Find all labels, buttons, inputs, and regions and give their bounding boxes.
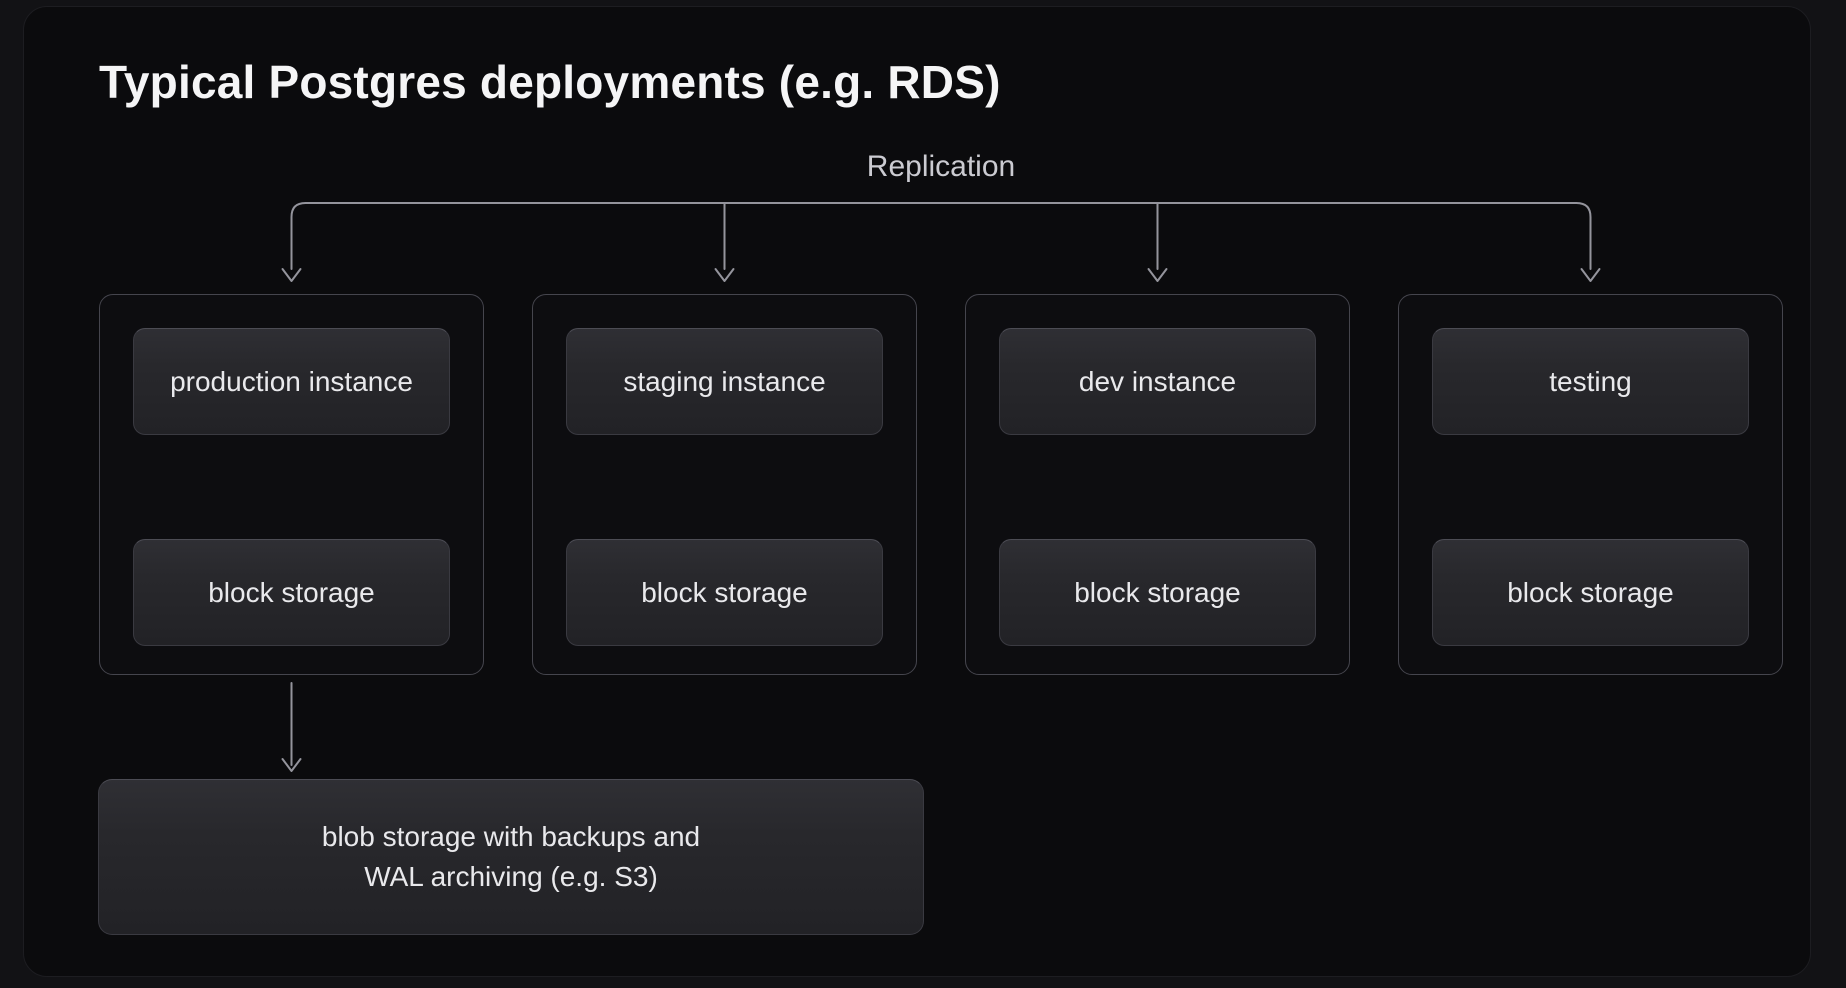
node-testing-instance: testing (1432, 328, 1749, 435)
diagram-card: Typical Postgres deployments (e.g. RDS) … (23, 6, 1811, 977)
blob-storage-line2: WAL archiving (e.g. S3) (364, 861, 658, 892)
group-dev: dev instance block storage (965, 294, 1350, 675)
arrowhead-down-icon (281, 758, 302, 772)
node-staging-instance: staging instance (566, 328, 883, 435)
node-dev-instance: dev instance (999, 328, 1316, 435)
arrowhead-down-icon (1147, 268, 1168, 282)
blob-storage-line1: blob storage with backups and (321, 821, 701, 852)
group-testing: testing block storage (1398, 294, 1783, 675)
replication-label: Replication (866, 150, 1016, 183)
node-block-storage: block storage (133, 539, 450, 646)
node-block-storage: block storage (999, 539, 1316, 646)
node-blob-storage: blob storage with backups and WAL archiv… (98, 779, 924, 935)
node-block-storage: block storage (566, 539, 883, 646)
group-production: production instance block storage (99, 294, 484, 675)
diagram-title: Typical Postgres deployments (e.g. RDS) (99, 56, 1001, 108)
backup-arrow (281, 682, 302, 772)
group-staging: staging instance block storage (532, 294, 917, 675)
replication-manifold (281, 202, 1601, 282)
node-block-storage: block storage (1432, 539, 1749, 646)
node-production-instance: production instance (133, 328, 450, 435)
arrowhead-down-icon (1580, 268, 1601, 282)
arrowhead-down-icon (714, 268, 735, 282)
arrowhead-down-icon (281, 268, 302, 282)
